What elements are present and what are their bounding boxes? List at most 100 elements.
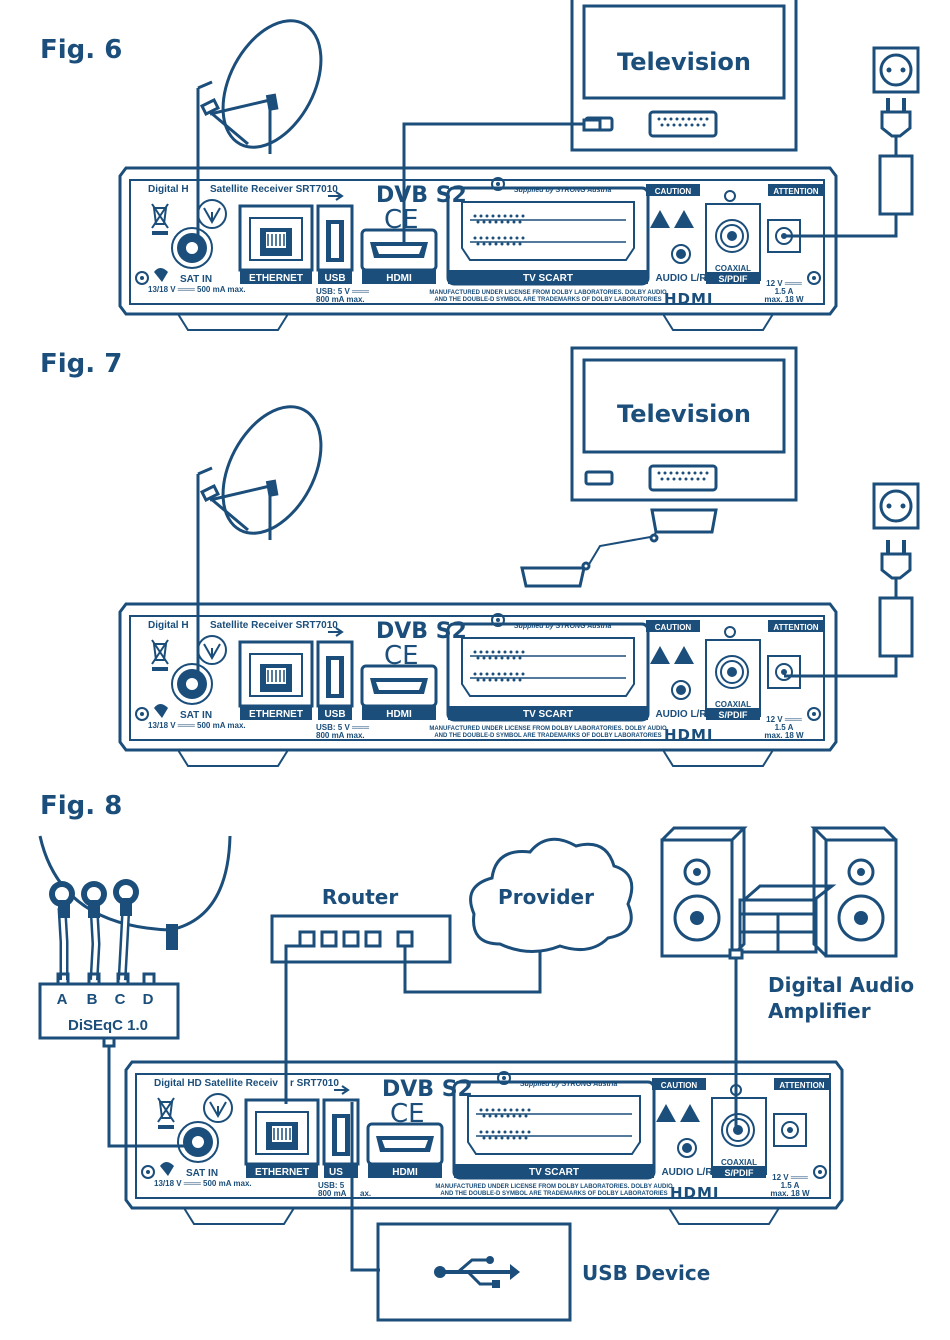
spdif-label: S/PDIF (718, 274, 748, 284)
spdif-label: S/PDIF (724, 1168, 754, 1178)
model-label: Digital HD Satellite Receiv (154, 1078, 278, 1089)
usb-spec-label-2: 800 mA max. (316, 295, 365, 304)
sat-cable (107, 1046, 186, 1148)
tv-scart-label: TV SCART (523, 709, 573, 720)
tv-scart-label: TV SCART (529, 1167, 579, 1178)
model-label-2: r SRT7010 (290, 1078, 339, 1089)
figure-8: Fig. 8 A (38, 791, 914, 1322)
attention-label: ATTENTION (773, 623, 818, 632)
coaxial-label: COAXIAL (715, 264, 751, 273)
power-spec-label-2: 1.5 A (781, 1181, 800, 1190)
sat-in-label: SAT IN (180, 710, 212, 721)
power-spec-label-3: max. 18 W (770, 1189, 810, 1198)
usb-device-label: USB Device (582, 1261, 710, 1285)
audio-lr-label: AUDIO L/R (655, 273, 707, 284)
license-label: MANUFACTURED UNDER LICENSE FROM DOLBY LA… (429, 726, 667, 732)
model-label: Digital H (148, 620, 189, 631)
dvb-s2-logo: DVB S2 (376, 619, 467, 644)
figure-label: Fig. 6 (40, 35, 122, 65)
sat-spec-label: 13/18 V ═══ 500 mA max. (148, 285, 246, 294)
router: Router (270, 885, 542, 1104)
sat-spec-label: 13/18 V ═══ 500 mA max. (154, 1179, 252, 1188)
tv-scart-label: TV SCART (523, 273, 573, 284)
caution-label: CAUTION (661, 1081, 698, 1090)
usb-cable (350, 1102, 380, 1272)
television: Television (570, 0, 798, 152)
hdmi-logo: HDMI (670, 1184, 720, 1202)
ethernet-label: ETHERNET (255, 1167, 309, 1178)
coaxial-label: COAXIAL (715, 700, 751, 709)
provider-cloud: Provider (469, 837, 634, 953)
model-label-2: Satellite Receiver SRT7010 (210, 184, 338, 195)
hdmi-label: HDMI (392, 1167, 418, 1178)
supplier-label: Supplied by STRONG Austria (514, 623, 611, 630)
usb-label: USB (324, 709, 345, 720)
coaxial-label: COAXIAL (721, 1158, 757, 1167)
diseqc-port-c: C (115, 991, 126, 1008)
license-label-2: AND THE DOUBLE-D SYMBOL ARE TRADEMARKS O… (440, 1191, 667, 1197)
amplifier-label-2: Amplifier (768, 999, 871, 1023)
diseqc-label: DiSEqC 1.0 (68, 1017, 148, 1034)
caution-label: CAUTION (655, 187, 692, 196)
wan-cable (403, 946, 542, 994)
ce-logo: CE (384, 205, 419, 235)
power-spec-label: 12 V ═══ (766, 279, 802, 288)
sat-spec-label: 13/18 V ═══ 500 mA max. (148, 721, 246, 730)
sat-in-label: SAT IN (186, 1168, 218, 1179)
digital-audio-amplifier: Digital Audio Amplifier (660, 826, 914, 1023)
television-label: Television (617, 48, 751, 76)
power-spec-label: 12 V ═══ (766, 715, 802, 724)
diseqc-port-a: A (57, 991, 68, 1008)
receiver-back-panel: Digital H Satellite Receiver SRT7010 DVB… (118, 602, 838, 768)
ethernet-label: ETHERNET (249, 273, 303, 284)
satellite-dish (200, 2, 343, 166)
scart-cable (520, 508, 718, 588)
usb-spec-label-2: 800 mA (318, 1189, 347, 1198)
ce-logo: CE (384, 641, 419, 671)
supplier-label: Supplied by STRONG Austria (520, 1081, 617, 1088)
usb-spec-label-3: ax. (360, 1189, 371, 1198)
model-label-2: Satellite Receiver SRT7010 (210, 620, 338, 631)
ce-logo: CE (390, 1099, 425, 1129)
receiver-back-panel: Digital HD Satellite Receiv r SRT7010 DV… (124, 1060, 844, 1226)
dvb-s2-logo: DVB S2 (376, 183, 467, 208)
receiver-back-panel: Digital H Satellite Receiver SRT7010 DVB… (118, 166, 838, 332)
audio-lr-label: AUDIO L/R (655, 709, 707, 720)
sat-in-label: SAT IN (180, 274, 212, 285)
usb-label: US (329, 1167, 343, 1178)
model-label: Digital H (148, 184, 189, 195)
hdmi-logo: HDMI (664, 290, 714, 308)
ethernet-cable (284, 944, 300, 1104)
figure-7: Fig. 7 Television (40, 346, 920, 768)
power-spec-label-2: 1.5 A (775, 723, 794, 732)
amplifier-label: Digital Audio (768, 973, 914, 997)
wall-socket (872, 482, 920, 530)
power-adapter (878, 96, 914, 216)
satellite-dish (200, 388, 343, 552)
audio-lr-label: AUDIO L/R (661, 1167, 713, 1178)
dvb-s2-logo: DVB S2 (382, 1077, 473, 1102)
license-label: MANUFACTURED UNDER LICENSE FROM DOLBY LA… (435, 1184, 673, 1190)
ethernet-label: ETHERNET (249, 709, 303, 720)
license-label: MANUFACTURED UNDER LICENSE FROM DOLBY LA… (429, 290, 667, 296)
attention-label: ATTENTION (773, 187, 818, 196)
license-label-2: AND THE DOUBLE-D SYMBOL ARE TRADEMARKS O… (434, 297, 661, 303)
multi-lnb-dish (38, 835, 232, 981)
power-cable (784, 214, 898, 238)
supplier-label: Supplied by STRONG Austria (514, 187, 611, 194)
hdmi-label: HDMI (386, 273, 412, 284)
television-label: Television (617, 400, 751, 428)
usb-spec-label-2: 800 mA max. (316, 731, 365, 740)
power-adapter (878, 538, 914, 658)
usb-icon (434, 1256, 520, 1288)
router-label: Router (322, 885, 399, 909)
diseqc-switch: A B C D DiSEqC 1.0 (38, 972, 180, 1048)
power-spec-label: 12 V ═══ (772, 1173, 808, 1182)
figure-label: Fig. 7 (40, 349, 122, 379)
television: Television (570, 346, 798, 502)
hdmi-logo: HDMI (664, 726, 714, 744)
diseqc-port-d: D (143, 991, 154, 1008)
usb-spec-label: USB: 5 (318, 1181, 345, 1190)
figure-label: Fig. 8 (40, 791, 122, 821)
